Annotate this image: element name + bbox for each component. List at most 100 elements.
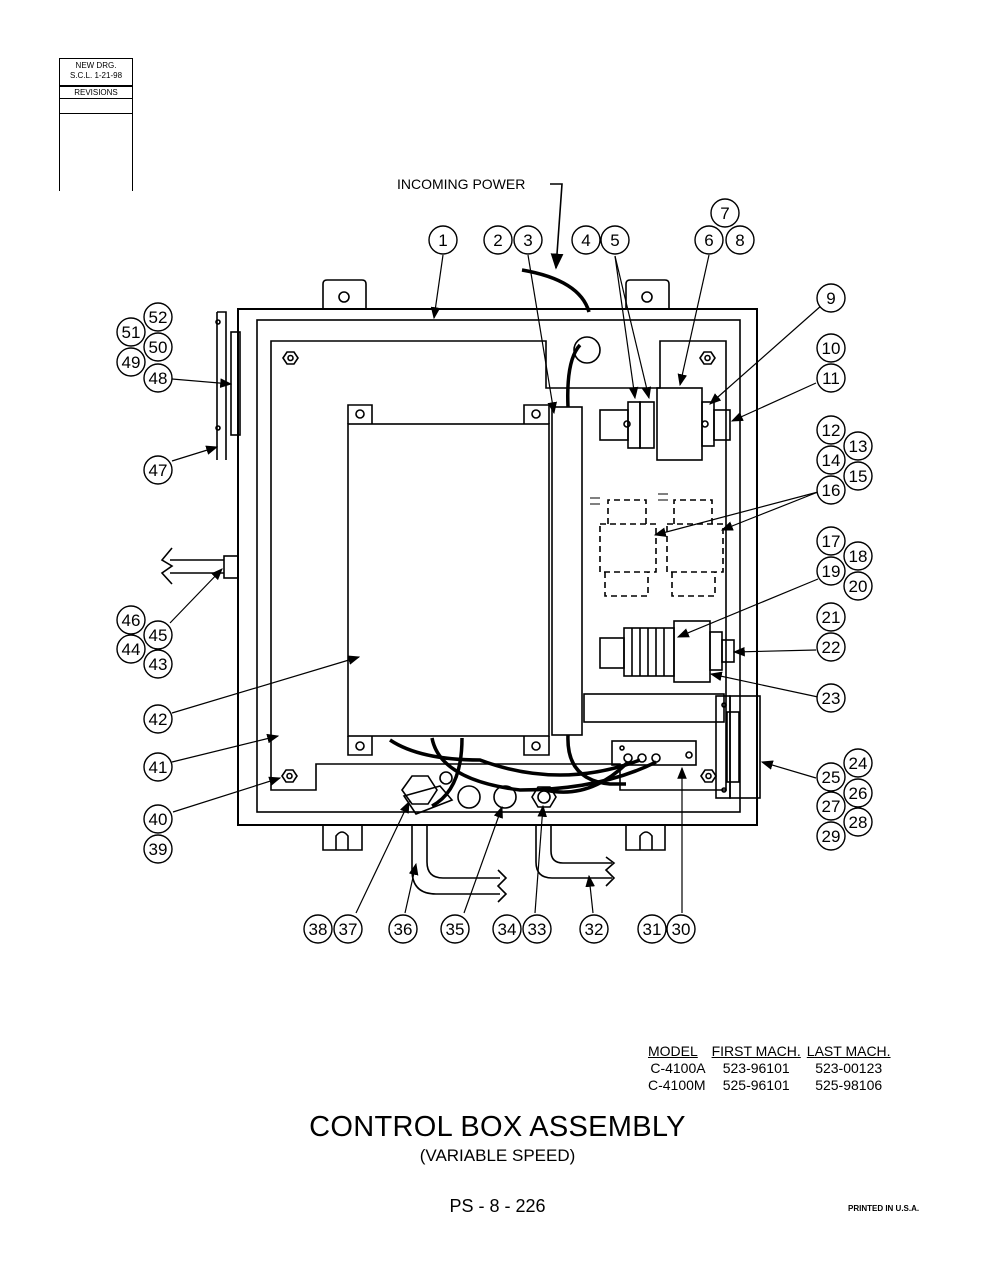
callout-balloon: 25 (816, 762, 846, 792)
callout-balloon: 44 (116, 634, 146, 664)
model-header: MODEL (648, 1043, 698, 1059)
table-row: C-4100M 525-96101 525-98106 (648, 1077, 897, 1094)
callout-number: 39 (149, 840, 168, 859)
callout-balloon: 34 (492, 914, 522, 944)
callout-balloon: 39 (143, 834, 173, 864)
callout-number: 20 (849, 577, 868, 596)
first-machine-header: FIRST MACH. (711, 1043, 801, 1059)
callout-number: 3 (523, 231, 532, 250)
callout-balloon: 32 (579, 914, 609, 944)
callout-balloon: 28 (843, 807, 873, 837)
callout-number: 42 (149, 710, 168, 729)
callout-number: 9 (826, 289, 835, 308)
callout-number: 23 (822, 689, 841, 708)
last-machine-cell: 523-00123 (815, 1060, 883, 1076)
callout-number: 35 (446, 920, 465, 939)
callout-number: 15 (849, 467, 868, 486)
callout-number: 52 (149, 308, 168, 327)
callout-balloon: 14 (816, 445, 846, 475)
callout-balloon: 41 (143, 752, 173, 782)
callout-balloon: 33 (522, 914, 552, 944)
callout-balloon: 18 (843, 541, 873, 571)
callout-number: 28 (849, 813, 868, 832)
revision-new-drawing: NEW DRG. (75, 61, 117, 70)
callout-number: 44 (122, 640, 141, 659)
callout-number: 8 (735, 231, 744, 250)
callout-number: 16 (822, 481, 841, 500)
revisions-label: REVISIONS (60, 86, 132, 99)
callout-balloon: 49 (116, 347, 146, 377)
callout-balloon: 13 (843, 431, 873, 461)
callout-number: 30 (672, 920, 691, 939)
incoming-power-label: INCOMING POWER (397, 176, 526, 192)
callout-number: 7 (720, 204, 729, 223)
callout-number: 38 (309, 920, 328, 939)
callout-number: 48 (149, 369, 168, 388)
callout-balloon: 22 (816, 632, 846, 662)
callout-balloon: 24 (843, 748, 873, 778)
callout-number: 12 (822, 421, 841, 440)
callout-number: 27 (822, 797, 841, 816)
model-table: MODEL FIRST MACH. LAST MACH. C-4100A 523… (648, 1043, 897, 1094)
last-machine-header: LAST MACH. (806, 1043, 891, 1059)
callout-number: 17 (822, 532, 841, 551)
callout-number: 4 (581, 231, 590, 250)
callout-number: 2 (493, 231, 502, 250)
callout-balloon: 38 (303, 914, 333, 944)
callout-balloon: 9 (816, 283, 846, 313)
callout-balloon: 1 (428, 225, 458, 255)
callout-balloon: 19 (816, 556, 846, 586)
callout-balloon: 43 (143, 649, 173, 679)
callout-number: 49 (122, 353, 141, 372)
callout-balloon: 50 (143, 332, 173, 362)
callout-balloon: 46 (116, 605, 146, 635)
callout-number: 32 (585, 920, 604, 939)
model-cell: C-4100A (650, 1060, 706, 1076)
page-subtitle: (VARIABLE SPEED) (419, 1146, 576, 1165)
callout-balloon: 45 (143, 620, 173, 650)
model-cell: C-4100M (648, 1077, 706, 1093)
callout-balloon: 15 (843, 461, 873, 491)
callout-number: 51 (122, 323, 141, 342)
callout-number: 25 (822, 768, 841, 787)
callout-number: 22 (822, 638, 841, 657)
callout-number: 31 (643, 920, 662, 939)
callout-balloon: 52 (143, 302, 173, 332)
callout-balloon: 10 (816, 333, 846, 363)
revision-block: NEW DRG. S.C.L. 1-21-98 REVISIONS (59, 58, 133, 191)
callout-number: 6 (704, 231, 713, 250)
callout-balloon: 37 (333, 914, 363, 944)
callout-number: 24 (849, 754, 868, 773)
callout-number: 40 (149, 810, 168, 829)
callout-balloon: 11 (816, 363, 846, 393)
callout-number: 14 (822, 451, 841, 470)
first-machine-cell: 523-96101 (722, 1060, 790, 1076)
callout-balloon: 29 (816, 821, 846, 851)
callout-balloon: 30 (666, 914, 696, 944)
callout-balloon: 12 (816, 415, 846, 445)
callout-balloon: 3 (513, 225, 543, 255)
page-title: CONTROL BOX ASSEMBLY (309, 1111, 686, 1143)
callout-number: 37 (339, 920, 358, 939)
callout-number: 19 (822, 562, 841, 581)
callout-number: 46 (122, 611, 141, 630)
first-machine-cell: 525-96101 (722, 1077, 790, 1093)
table-row: C-4100A 523-96101 523-00123 (648, 1060, 897, 1077)
callout-number: 36 (394, 920, 413, 939)
page-number: PS - 8 - 226 (449, 1196, 546, 1216)
callout-balloon: 47 (143, 455, 173, 485)
callout-balloon: 21 (816, 602, 846, 632)
callout-balloon: 5 (600, 225, 630, 255)
callout-number: 43 (149, 655, 168, 674)
printed-notice: PRINTED IN U.S.A. (848, 1204, 920, 1213)
callout-balloon: 2 (483, 225, 513, 255)
callout-number: 11 (822, 369, 840, 388)
callout-balloon: 31 (637, 914, 667, 944)
callout-number: 5 (610, 231, 619, 250)
callout-number: 45 (149, 626, 168, 645)
callout-balloon: 42 (143, 704, 173, 734)
callout-balloon: 26 (843, 778, 873, 808)
callout-balloon: 17 (816, 526, 846, 556)
last-machine-cell: 525-98106 (815, 1077, 883, 1093)
